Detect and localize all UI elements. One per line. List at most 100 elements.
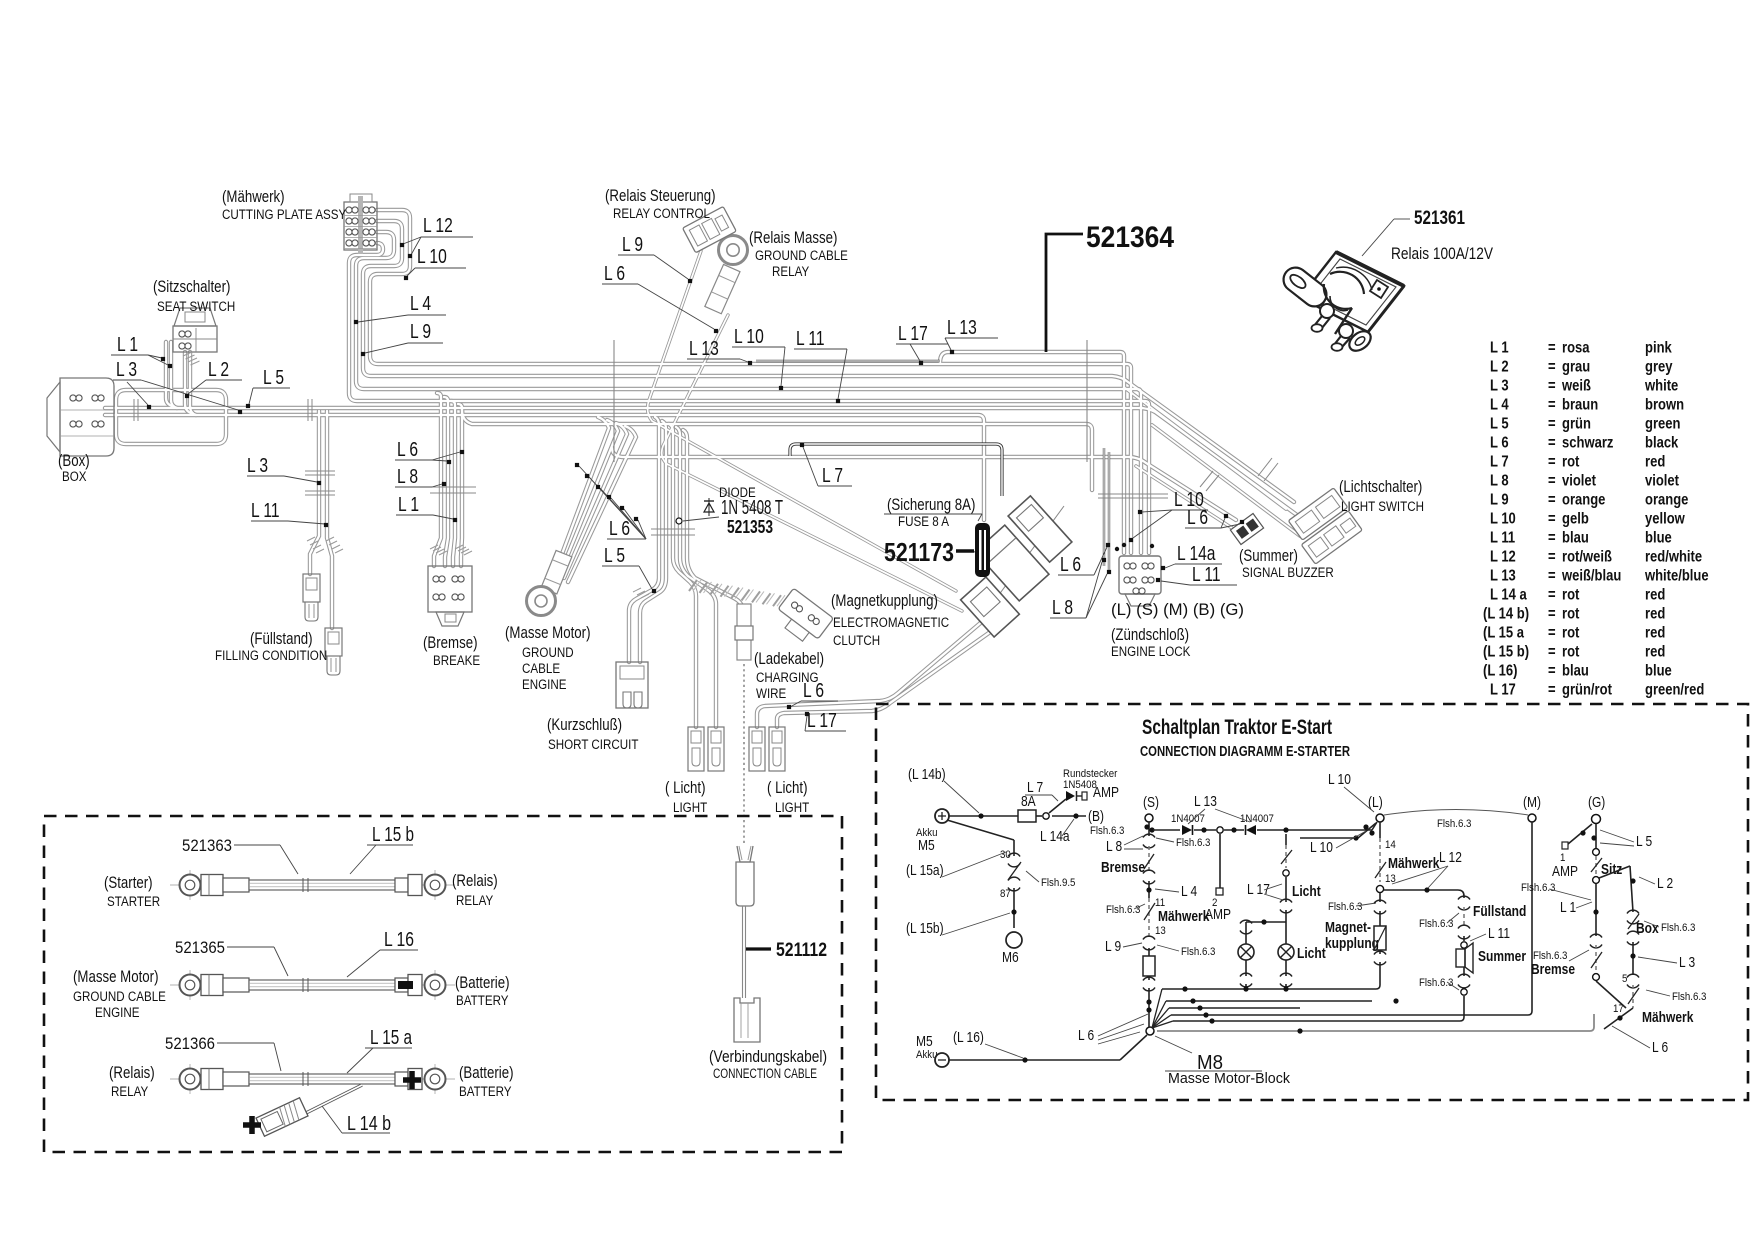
svg-text:pink: pink <box>1645 340 1672 357</box>
svg-text:L 3: L 3 <box>1679 954 1695 971</box>
svg-text:L 11: L 11 <box>796 328 825 350</box>
svg-text:L 2: L 2 <box>1490 359 1509 376</box>
svg-text:L 4: L 4 <box>410 293 431 315</box>
svg-text:M5: M5 <box>916 1033 933 1050</box>
svg-text:red: red <box>1645 625 1665 642</box>
svg-text:(G): (G) <box>1588 794 1605 811</box>
svg-text:L 6: L 6 <box>397 439 418 461</box>
svg-text:Magnet-: Magnet- <box>1325 919 1371 936</box>
svg-text:L 7: L 7 <box>1490 454 1509 471</box>
svg-text:L 6: L 6 <box>609 518 630 540</box>
svg-text:GROUND CABLE: GROUND CABLE <box>73 989 166 1004</box>
svg-text:Schaltplan Traktor E-Start: Schaltplan Traktor E-Start <box>1142 716 1332 739</box>
svg-text:521353: 521353 <box>727 517 773 537</box>
svg-text:Mähwerk: Mähwerk <box>1158 908 1210 925</box>
svg-text:SIGNAL BUZZER: SIGNAL BUZZER <box>1242 565 1334 580</box>
svg-text:FILLING CONDITION: FILLING CONDITION <box>215 648 327 663</box>
svg-text:braun: braun <box>1562 397 1598 414</box>
svg-text:L 3: L 3 <box>1490 378 1509 395</box>
svg-text:L 11: L 11 <box>1192 564 1221 586</box>
svg-text:(L 15a): (L 15a) <box>906 862 944 879</box>
svg-text:L 14 a: L 14 a <box>1490 587 1527 604</box>
svg-text:violet: violet <box>1645 473 1679 490</box>
svg-text:L 15 b: L 15 b <box>372 824 414 846</box>
svg-text:LIGHT: LIGHT <box>673 800 707 815</box>
svg-text:(L 15b): (L 15b) <box>906 920 944 937</box>
svg-text:Mähwerk: Mähwerk <box>1642 1009 1694 1026</box>
svg-text:(L): (L) <box>1368 794 1383 811</box>
svg-text:L 4: L 4 <box>1181 883 1197 900</box>
svg-text:L 6: L 6 <box>1187 507 1208 529</box>
svg-text:(Ladekabel): (Ladekabel) <box>754 649 824 668</box>
svg-text:=: = <box>1548 454 1556 471</box>
svg-text:Flsh.6.3: Flsh.6.3 <box>1419 977 1453 989</box>
svg-text:brown: brown <box>1645 397 1684 414</box>
svg-text:RELAY: RELAY <box>772 264 809 279</box>
svg-text:red/white: red/white <box>1645 549 1702 566</box>
svg-text:Licht: Licht <box>1297 945 1326 962</box>
svg-text:blau: blau <box>1562 663 1589 680</box>
svg-text:white/blue: white/blue <box>1644 568 1709 585</box>
svg-text:(L) (S) (M) (B) (G): (L) (S) (M) (B) (G) <box>1111 600 1244 619</box>
svg-text:yellow: yellow <box>1645 511 1686 528</box>
svg-text:(L 14 b): (L 14 b) <box>1483 606 1529 623</box>
svg-text:(Batterie): (Batterie) <box>455 973 510 992</box>
svg-text:(L 15 a: (L 15 a <box>1483 625 1524 642</box>
svg-text:521361: 521361 <box>1414 208 1465 229</box>
svg-text:rosa: rosa <box>1562 340 1590 357</box>
svg-text:=: = <box>1548 530 1556 547</box>
svg-text:L 16: L 16 <box>384 929 414 951</box>
svg-text:L 11: L 11 <box>1488 925 1510 942</box>
svg-text:CONNECTION DIAGRAMM E-STARTER: CONNECTION DIAGRAMM E-STARTER <box>1140 744 1350 760</box>
svg-text:=: = <box>1548 663 1556 680</box>
svg-text:(Lichtschalter): (Lichtschalter) <box>1339 477 1422 496</box>
svg-text:Flsh.6.3: Flsh.6.3 <box>1437 818 1471 830</box>
svg-text:(Relais Steuerung): (Relais Steuerung) <box>605 186 716 205</box>
svg-text:red: red <box>1645 454 1665 471</box>
svg-text:17: 17 <box>1613 1003 1624 1015</box>
svg-text:Mähwerk: Mähwerk <box>1388 855 1440 872</box>
svg-text:=: = <box>1548 568 1556 585</box>
svg-text:L 15 a: L 15 a <box>370 1027 413 1049</box>
svg-text:gelb: gelb <box>1562 511 1589 528</box>
svg-text:Rundstecker: Rundstecker <box>1063 768 1118 780</box>
svg-text:AMP: AMP <box>1205 906 1231 923</box>
svg-text:CLUTCH: CLUTCH <box>833 633 880 648</box>
svg-text:(Masse Motor): (Masse Motor) <box>73 967 159 986</box>
svg-text:Flsh.6.3: Flsh.6.3 <box>1106 904 1140 916</box>
svg-text:M8: M8 <box>1197 1052 1223 1074</box>
svg-text:Box: Box <box>1636 920 1659 937</box>
svg-text:=: = <box>1548 644 1556 661</box>
svg-text:L 9: L 9 <box>622 234 643 256</box>
svg-text:L 5: L 5 <box>1490 416 1509 433</box>
svg-text:Bremse: Bremse <box>1101 859 1145 876</box>
svg-text:M6: M6 <box>1002 949 1019 966</box>
svg-text:(Magnetkupplung): (Magnetkupplung) <box>831 591 938 610</box>
svg-text:Sitz: Sitz <box>1601 861 1622 878</box>
svg-text:L 8: L 8 <box>1490 473 1509 490</box>
svg-text:BATTERY: BATTERY <box>459 1084 512 1099</box>
svg-text:grey: grey <box>1645 359 1673 376</box>
svg-text:(Summer): (Summer) <box>1239 546 1298 565</box>
svg-text:Flsh.6.3: Flsh.6.3 <box>1533 950 1567 962</box>
svg-text:L 13: L 13 <box>1490 568 1516 585</box>
svg-text:L 17: L 17 <box>898 323 928 345</box>
svg-text:CUTTING PLATE ASSY: CUTTING PLATE ASSY <box>222 207 346 222</box>
svg-text:green: green <box>1645 416 1681 433</box>
svg-text:(Batterie): (Batterie) <box>459 1063 514 1082</box>
svg-text:=: = <box>1548 359 1556 376</box>
svg-text:(Zündschloß): (Zündschloß) <box>1111 625 1189 644</box>
svg-text:L 14 b: L 14 b <box>347 1113 391 1135</box>
svg-text:blue: blue <box>1645 530 1672 547</box>
svg-text:AMP: AMP <box>1552 863 1578 880</box>
svg-text:CABLE: CABLE <box>522 661 560 676</box>
svg-text:Flsh.6.3: Flsh.6.3 <box>1661 922 1695 934</box>
svg-text:L 10: L 10 <box>1310 839 1333 856</box>
svg-text:L 13: L 13 <box>689 338 719 360</box>
svg-text:2: 2 <box>1212 897 1217 909</box>
svg-text:(Masse Motor): (Masse Motor) <box>505 623 591 642</box>
svg-text:11: 11 <box>1155 897 1165 909</box>
svg-text:L 1: L 1 <box>117 334 138 356</box>
svg-text:(Sicherung 8A): (Sicherung 8A) <box>887 495 975 514</box>
svg-text:ELECTROMAGNETIC: ELECTROMAGNETIC <box>833 615 949 630</box>
